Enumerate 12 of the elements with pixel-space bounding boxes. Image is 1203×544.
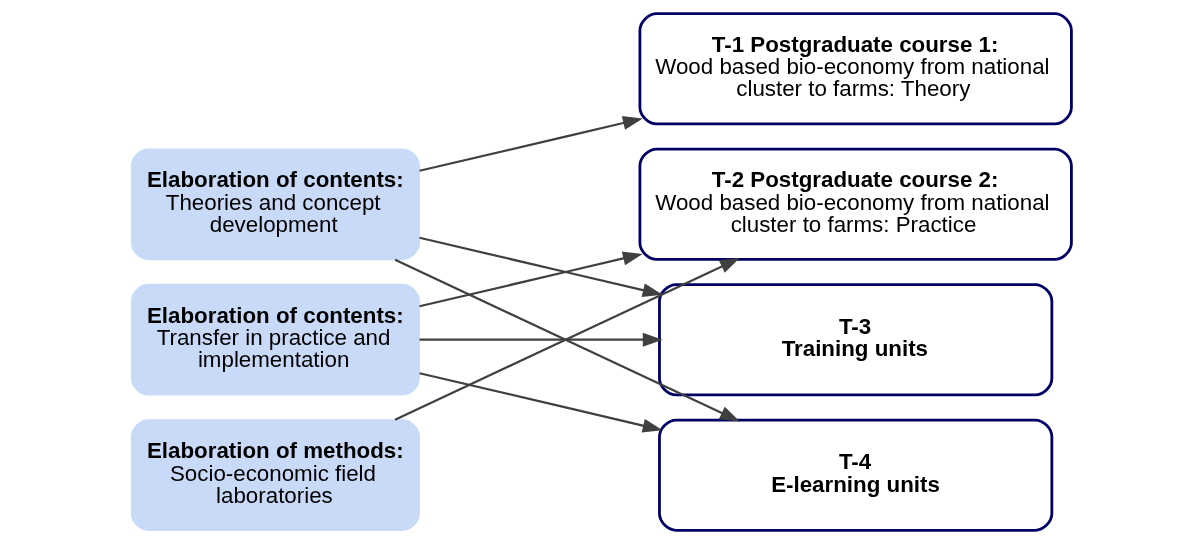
node-box: T-4 E-learning units xyxy=(658,418,1054,532)
node-box: T-2 Postgraduate course 2: Wood based bio-economy from national cluster to farms: Practice xyxy=(638,147,1073,261)
arrow xyxy=(419,116,643,172)
node-box: T-3 Training units xyxy=(658,283,1054,397)
node-box: Elaboration of methods: Socio-economic field laboratories xyxy=(130,419,420,532)
arrow xyxy=(419,251,643,308)
arrow xyxy=(419,236,663,297)
arrow xyxy=(419,372,663,433)
node-box: T-1 Postgraduate course 1: Wood based bio-economy from national cluster to farms: Theory xyxy=(638,12,1073,126)
node-box: Elaboration of contents: Transfer in practice and implementation xyxy=(130,283,420,396)
arrow xyxy=(419,332,663,347)
node-box: Elaboration of contents: Theories and concept development xyxy=(130,148,420,261)
